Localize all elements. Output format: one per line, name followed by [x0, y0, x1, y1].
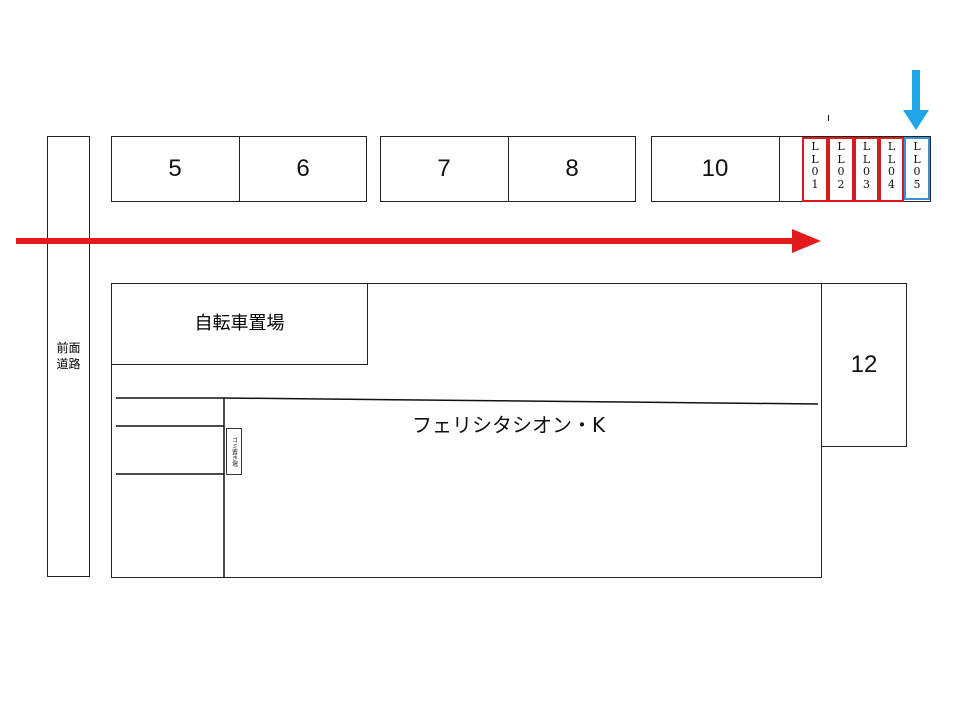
parking-space-10: 10	[701, 155, 729, 182]
parking-space-12: 12	[850, 351, 878, 378]
down-arrow-icon	[903, 70, 929, 130]
front-road-label-line1: 前面	[56, 341, 81, 355]
parking-space-8: 8	[565, 155, 579, 182]
parking-divider	[508, 136, 509, 202]
parking-space-6: 6	[296, 155, 310, 182]
front-road	[47, 136, 90, 577]
parking-space-5: 5	[168, 155, 182, 182]
marker-tick	[828, 115, 829, 121]
parking-space-7: 7	[437, 155, 451, 182]
right-arrow-icon	[16, 229, 821, 253]
bicycle-parking: 自転車置場	[111, 283, 368, 365]
bicycle-parking-label: 自転車置場	[194, 313, 285, 334]
parking-divider	[779, 136, 780, 202]
parking-group-10	[651, 136, 931, 202]
parking-space-12-box	[821, 283, 907, 447]
front-road-label: 前面 道路	[47, 340, 90, 372]
parking-divider	[239, 136, 240, 202]
building-name: フェリシタシオン・K	[412, 413, 606, 437]
front-road-label-line2: 道路	[56, 357, 81, 371]
trash-area: ゴミ置き場	[226, 428, 242, 475]
